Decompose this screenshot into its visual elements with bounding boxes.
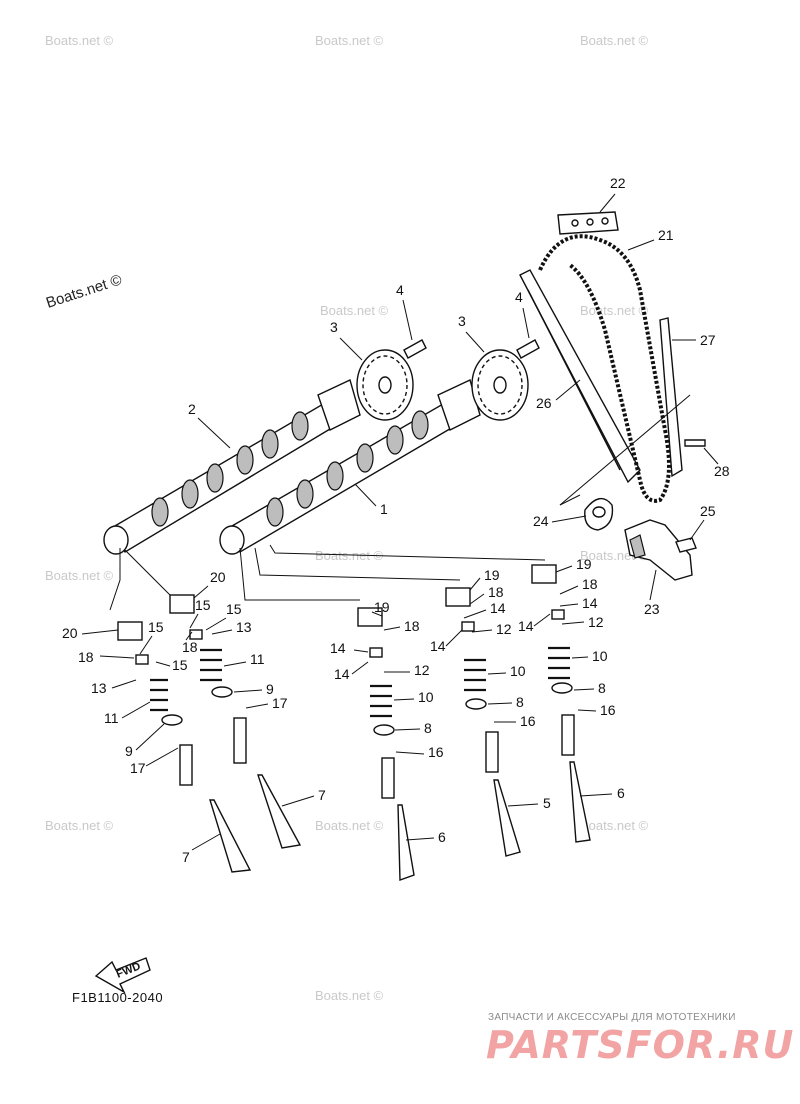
valve-stack-1	[117, 621, 252, 873]
callout-label: 18	[582, 576, 598, 592]
callout-label: 14	[490, 600, 506, 616]
callout-label: 4	[396, 282, 404, 298]
callout-label: 16	[520, 713, 536, 729]
callout-label: 14	[330, 640, 346, 656]
callout-label: 14	[518, 618, 534, 634]
bolt-4-right	[516, 339, 540, 359]
callout-label: 20	[62, 625, 78, 641]
callout-label: 16	[600, 702, 616, 718]
watermark: Boats.net ©	[580, 303, 649, 318]
fwd-arrow-icon: FWD	[94, 957, 151, 994]
callout-label: 12	[496, 621, 512, 637]
callout-label: 13	[91, 680, 107, 696]
watermark: Boats.net ©	[45, 568, 114, 583]
callout-label: 6	[438, 829, 446, 845]
watermark: Boats.net ©	[45, 33, 114, 48]
callout-label: 26	[536, 395, 552, 411]
callout-label: 18	[404, 618, 420, 634]
callout-label: 11	[250, 651, 265, 667]
callout-label: 8	[516, 694, 524, 710]
diagram-code: F1B1100-2040	[72, 990, 164, 1005]
callout-label: 7	[318, 787, 326, 803]
camshaft-2	[103, 379, 361, 555]
callout-label: 15	[195, 597, 211, 613]
bolt-25	[675, 537, 697, 553]
callout-label: 28	[714, 463, 730, 479]
callout-label: 9	[266, 681, 274, 697]
watermark: Boats.net ©	[320, 303, 389, 318]
callout-label: 12	[414, 662, 430, 678]
callout-label: 4	[515, 289, 523, 305]
callout-label: 5	[543, 795, 551, 811]
callout-label: 3	[330, 319, 338, 335]
cam-chain-assembly	[519, 211, 706, 503]
callout-label: 11	[104, 710, 119, 726]
callout-label: 6	[617, 785, 625, 801]
callout-label: 25	[700, 503, 716, 519]
callout-label: 12	[588, 614, 604, 630]
callout-label: 18	[488, 584, 504, 600]
callout-label: 14	[334, 666, 350, 682]
chain-guide-27	[659, 317, 683, 478]
callout-label: 14	[430, 638, 446, 654]
callout-label: 2	[188, 401, 196, 417]
callout-label: 27	[700, 332, 716, 348]
callout-label: 10	[510, 663, 526, 679]
pin-28	[684, 439, 706, 447]
valve-stack-3	[357, 607, 415, 881]
callout-label: 19	[484, 567, 500, 583]
callout-label: 16	[428, 744, 444, 760]
callout-label: 8	[424, 720, 432, 736]
callout-label: 3	[458, 313, 466, 329]
sprocket-3-right	[471, 349, 529, 421]
reference-lines	[109, 394, 691, 611]
watermark: Boats.net ©	[315, 988, 384, 1003]
callout-label: 13	[236, 619, 252, 635]
watermark: Boats.net ©	[315, 548, 384, 563]
watermark: Boats.net ©	[315, 818, 384, 833]
timing-chain-21	[538, 234, 671, 503]
callout-label: 8	[598, 680, 606, 696]
callout-label: 15	[172, 657, 188, 673]
watermark: Boats.net ©	[45, 818, 114, 833]
callout-label: 23	[644, 601, 660, 617]
callout-label: 10	[418, 689, 434, 705]
callout-label: 7	[182, 849, 190, 865]
valve-stack-4	[445, 587, 521, 857]
callout-label: 24	[533, 513, 549, 529]
brand-logo: PARTSFOR.RU	[486, 1023, 795, 1067]
sprocket-3-left	[356, 349, 414, 421]
callout-label: 14	[582, 595, 598, 611]
callout-label: 21	[658, 227, 674, 243]
callout-label: 22	[610, 175, 626, 191]
callout-label: 17	[130, 760, 146, 776]
watermark: Boats.net ©	[44, 271, 124, 311]
callout-label: 17	[272, 695, 288, 711]
callout-label: 19	[576, 556, 592, 572]
chain-guide-26	[519, 269, 641, 484]
callout-label: 15	[226, 601, 242, 617]
valve-stack-5	[531, 564, 591, 843]
camshaft-1	[219, 379, 481, 555]
cam-chain-tensioner	[584, 497, 697, 581]
callout-label: 9	[125, 743, 133, 759]
watermark: Boats.net ©	[580, 33, 649, 48]
callout-label: 18	[182, 639, 198, 655]
watermark: Boats.net ©	[315, 33, 384, 48]
callout-label: 15	[148, 619, 164, 635]
watermark: Boats.net ©	[580, 818, 649, 833]
callout-label: 19	[374, 599, 390, 615]
bolt-4-left	[403, 339, 427, 359]
callout-label: 20	[210, 569, 226, 585]
valve-stack-2	[169, 594, 302, 849]
callout-label: 1	[380, 501, 388, 517]
callout-label: 18	[78, 649, 94, 665]
callout-label: 10	[592, 648, 608, 664]
callouts: 1 2 3 3 4 4 5 6 6 7 7 8 8 8 9 9 10 10	[62, 175, 730, 865]
brand-tagline: ЗАПЧАСТИ И АКСЕССУАРЫ ДЛЯ МОТОТЕХНИКИ	[488, 1012, 736, 1023]
